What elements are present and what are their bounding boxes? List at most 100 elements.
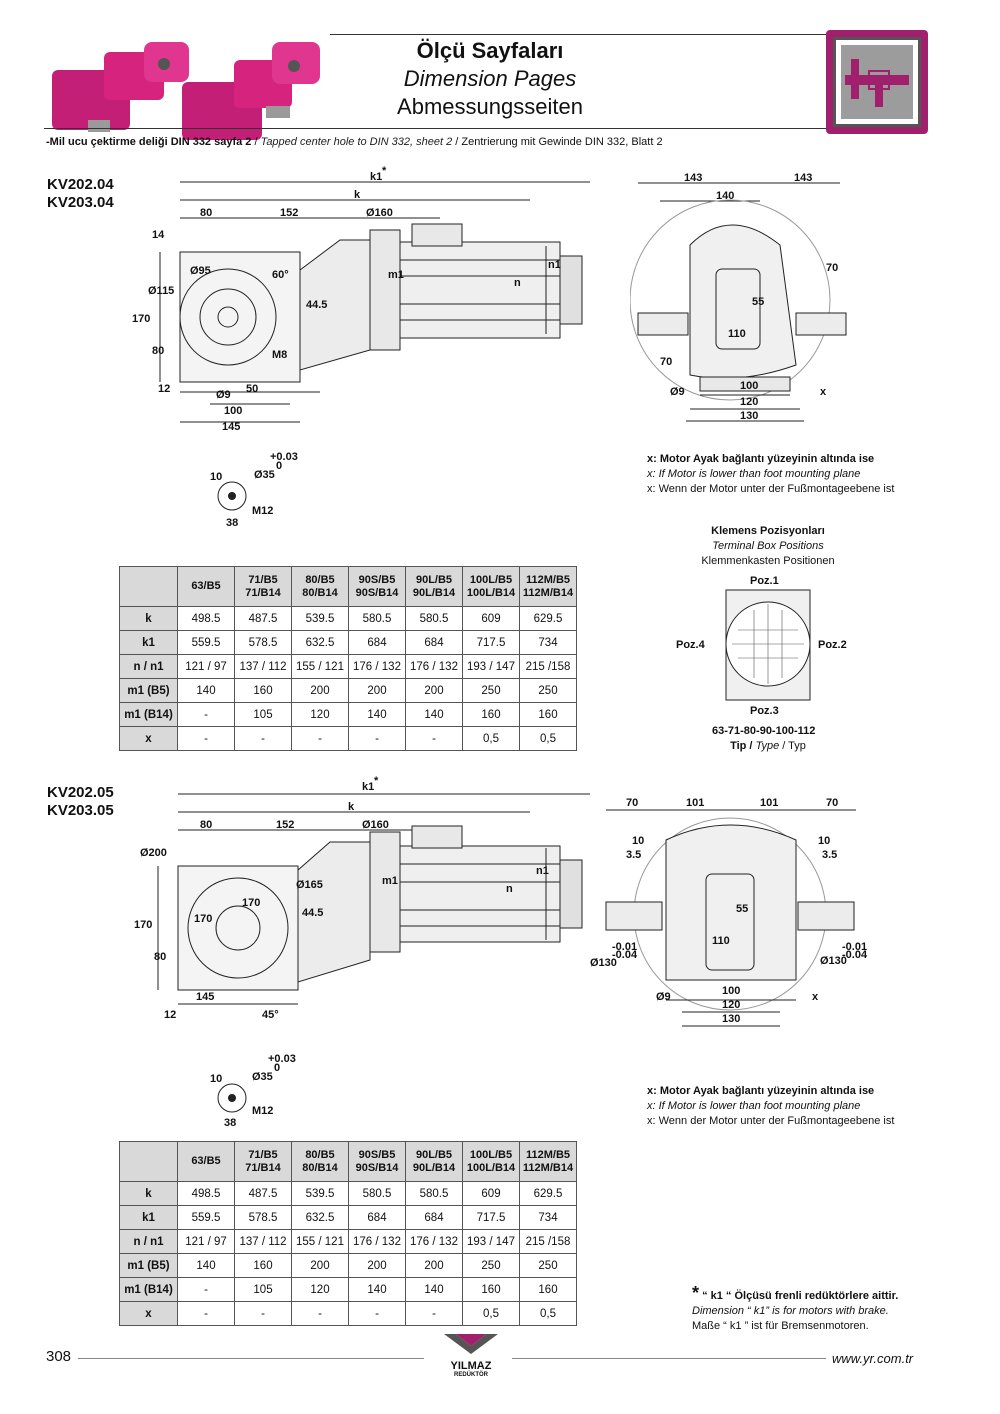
row-label-n: n / n1 <box>119 1229 178 1254</box>
gearbox-photo-icon <box>44 22 329 140</box>
cell: 0,5 <box>462 726 520 751</box>
dim2-200: Ø200 <box>140 847 167 859</box>
center-hole-note: -Mil ucu çektirme deliği DIN 332 sayfa 2… <box>46 136 663 148</box>
cell: 717.5 <box>462 630 520 655</box>
terminal-tip-de: / Typ <box>782 740 806 752</box>
dim1-r143b: 143 <box>794 172 812 184</box>
dim1-60: 60° <box>272 269 289 281</box>
cell: 629.5 <box>519 1181 577 1206</box>
terminal-tip-en: Type <box>755 740 780 752</box>
dim1-12: 12 <box>158 383 170 395</box>
cell: 734 <box>519 1205 577 1230</box>
dim2-12: 12 <box>164 1009 176 1021</box>
cell: 140 <box>405 702 463 727</box>
shaft-detail-1: +0.03 0 Ø35 10 M12 38 <box>210 451 298 529</box>
dim1-r55: 55 <box>752 296 764 308</box>
dim2-45: 45° <box>262 1009 279 1021</box>
terminal-sizes: 63-71-80-90-100-112 <box>712 725 815 737</box>
cell: 176 / 132 <box>405 654 463 679</box>
dim2-tol1b: -0.04 <box>612 949 638 961</box>
motor-note-2-tr: x: Motor Ayak bağlantı yüzeyinin altında… <box>647 1085 875 1097</box>
dim1-152: 152 <box>280 207 298 219</box>
dim2-r35a: 3.5 <box>626 849 641 861</box>
shaft1-m12: M12 <box>252 505 273 517</box>
dim1-14: 14 <box>152 229 165 241</box>
motor-note-1-de: x: Wenn der Motor unter der Fußmontageeb… <box>647 483 895 495</box>
cell: 578.5 <box>234 630 292 655</box>
website-link[interactable]: www.yr.com.tr <box>832 1351 914 1366</box>
dim2-r110: 110 <box>712 935 730 947</box>
motor-note-1: x: Motor Ayak bağlantı yüzeyinin altında… <box>647 452 894 497</box>
row-label-m1-b5: m1 (B5) <box>119 1253 178 1278</box>
section1-models: KV202.04 KV203.04 <box>47 176 114 212</box>
shaft1-tol-bot: 0 <box>276 460 282 472</box>
cell: 200 <box>348 678 406 703</box>
note-de: Zentrierung mit Gewinde DIN 332, Blatt 2 <box>461 136 663 148</box>
model-kv203-04: KV203.04 <box>47 194 114 211</box>
cell: 717.5 <box>462 1205 520 1230</box>
dim2-r9: Ø9 <box>656 991 671 1003</box>
cell: - <box>234 726 292 751</box>
motor-note-2: x: Motor Ayak bağlantı yüzeyinin altında… <box>647 1084 894 1129</box>
row-label-k1: k1 <box>119 1205 178 1230</box>
shaft1-d10: 10 <box>210 471 222 483</box>
end-view-drawing-2: 70 101 101 70 10 3.5 10 3.5 55 110 -0.01… <box>590 797 868 1027</box>
dim2-r70b: 70 <box>826 797 838 809</box>
dim2-r101b: 101 <box>760 797 778 809</box>
cell: 140 <box>177 1253 235 1278</box>
table2-corner <box>119 1141 178 1182</box>
dim1-r110: 110 <box>728 328 746 340</box>
cell: 120 <box>291 1277 349 1302</box>
terminal-poz3: Poz.3 <box>750 705 779 717</box>
motor-note-1-tr: x: Motor Ayak bağlantı yüzeyinin altında… <box>647 453 875 465</box>
row-label-x: x <box>119 726 178 751</box>
row-label-k: k <box>119 1181 178 1206</box>
brand-name: YILMAZ <box>450 1360 492 1372</box>
dim2-80b: 80 <box>154 951 166 963</box>
shaft1-tol-top: +0.03 <box>270 451 298 463</box>
cell: 0,5 <box>519 726 577 751</box>
cell: 160 <box>234 678 292 703</box>
cell: 580.5 <box>348 1181 406 1206</box>
motor-note-2-en: x: If Motor is lower than foot mounting … <box>647 1100 861 1112</box>
cell: - <box>177 1277 235 1302</box>
cell: 160 <box>234 1253 292 1278</box>
cell: 200 <box>291 1253 349 1278</box>
shaft1-d38: 38 <box>226 517 238 529</box>
dim1-r130: 130 <box>740 410 758 422</box>
yilmaz-logo-icon <box>444 1334 498 1354</box>
cell: 580.5 <box>348 606 406 631</box>
model-kv203-05: KV203.05 <box>47 802 114 819</box>
cell: 193 / 147 <box>462 1229 520 1254</box>
dim2-r120: 120 <box>722 999 740 1011</box>
footer-line-left <box>78 1358 424 1359</box>
dim1-9: Ø9 <box>216 389 231 401</box>
row-label-n: n / n1 <box>119 654 178 679</box>
dim2-k: k <box>348 801 355 813</box>
terminal-poz1: Poz.1 <box>750 575 779 587</box>
cell: - <box>291 726 349 751</box>
motor-note-1-en: x: If Motor is lower than foot mounting … <box>647 468 861 480</box>
cell: 160 <box>462 702 520 727</box>
terminal-tip-tr: Tip / <box>730 740 753 752</box>
cell: 193 / 147 <box>462 654 520 679</box>
brake-note: * “ k1 “ Ölçüsü frenli redüktörlere aitt… <box>692 1284 898 1334</box>
dim2-r55: 55 <box>736 903 748 915</box>
terminal-type: Tip / Type / Typ <box>668 739 868 754</box>
shaft-detail-2: +0.03 0 Ø35 10 M12 38 <box>210 1053 296 1129</box>
table2-col-63: 63/B5 <box>177 1141 235 1182</box>
cell: 160 <box>462 1277 520 1302</box>
cell: 176 / 132 <box>348 654 406 679</box>
cell: 684 <box>405 630 463 655</box>
